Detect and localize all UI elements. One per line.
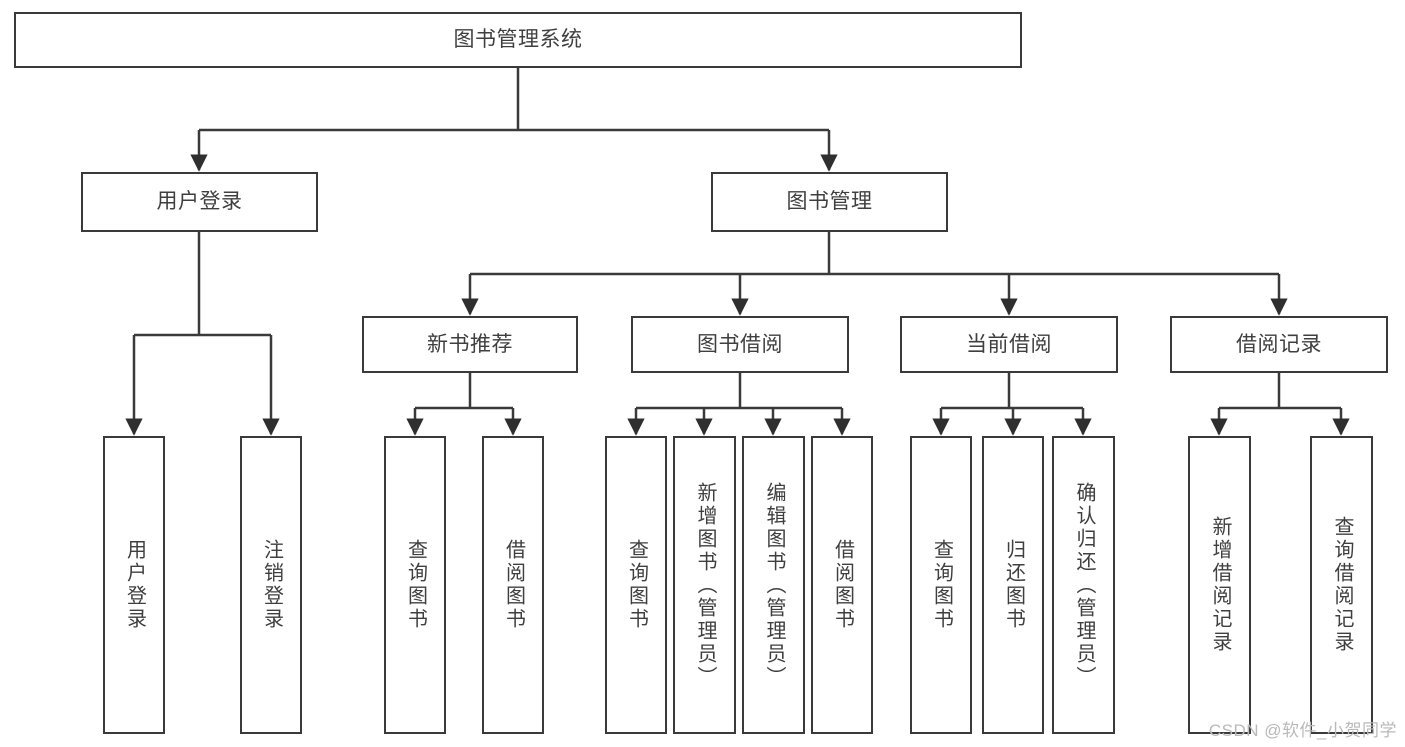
node-label: 查询借阅记录 — [1331, 516, 1353, 654]
node-label: 借阅图书 — [502, 539, 525, 631]
node-label: 借阅图书 — [831, 539, 854, 631]
node-borrow-record[interactable]: 借阅记录 — [1170, 316, 1388, 373]
node-label: 新增图书（管理员） — [694, 481, 716, 689]
leaf-return-book[interactable]: 归还图书 — [982, 436, 1044, 734]
leaf-query-book-new[interactable]: 查询图书 — [384, 436, 446, 734]
node-label: 查询图书 — [930, 539, 953, 631]
leaf-edit-book-admin[interactable]: 编辑图书（管理员） — [742, 436, 805, 734]
node-label: 注销登录 — [260, 539, 283, 631]
node-label: 查询图书 — [625, 539, 648, 631]
node-label: 借阅记录 — [1236, 332, 1322, 356]
leaf-borrow-book-new[interactable]: 借阅图书 — [482, 436, 544, 734]
node-label: 归还图书 — [1002, 539, 1025, 631]
node-label: 当前借阅 — [966, 332, 1052, 356]
node-label: 查询图书 — [404, 539, 427, 631]
node-label: 图书借阅 — [697, 332, 783, 356]
node-new-book-recommend[interactable]: 新书推荐 — [362, 316, 578, 373]
leaf-add-book-admin[interactable]: 新增图书（管理员） — [673, 436, 736, 734]
node-user-login[interactable]: 用户登录 — [81, 172, 318, 232]
node-book-management[interactable]: 图书管理 — [711, 172, 948, 232]
node-current-borrow[interactable]: 当前借阅 — [900, 316, 1118, 373]
node-label: 编辑图书（管理员） — [763, 481, 785, 689]
leaf-borrow-book[interactable]: 借阅图书 — [811, 436, 873, 734]
node-label: 用户登录 — [156, 190, 243, 214]
node-label: 图书管理系统 — [453, 28, 583, 52]
leaf-user-login[interactable]: 用户登录 — [103, 436, 165, 734]
node-label: 确认归还（管理员） — [1073, 481, 1095, 689]
node-label: 图书管理 — [786, 190, 873, 214]
node-label: 用户登录 — [123, 539, 146, 631]
leaf-logout[interactable]: 注销登录 — [240, 436, 302, 734]
node-root[interactable]: 图书管理系统 — [14, 12, 1022, 68]
leaf-add-borrow-record[interactable]: 新增借阅记录 — [1188, 436, 1251, 734]
watermark: CSDN @软件_小贺同学 — [1208, 721, 1397, 740]
leaf-query-book[interactable]: 查询图书 — [605, 436, 667, 734]
leaf-query-borrow-record[interactable]: 查询借阅记录 — [1310, 436, 1373, 734]
leaf-query-book-current[interactable]: 查询图书 — [910, 436, 972, 734]
leaf-confirm-return-admin[interactable]: 确认归还（管理员） — [1052, 436, 1115, 734]
node-label: 新书推荐 — [427, 332, 513, 356]
node-book-borrow[interactable]: 图书借阅 — [631, 316, 849, 373]
node-label: 新增借阅记录 — [1209, 516, 1231, 654]
